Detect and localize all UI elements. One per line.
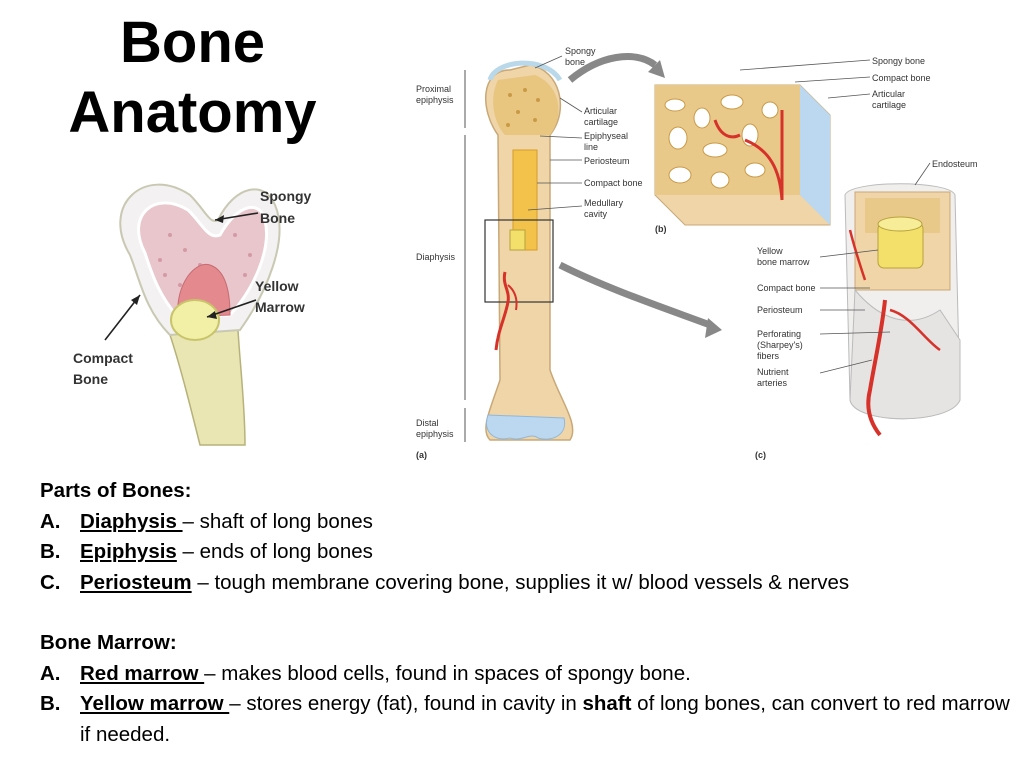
label-distal-1: Distal: [416, 418, 439, 428]
label-c-endosteum: Endosteum: [932, 159, 978, 169]
svg-text:Compact Bone: Compact Bone: [73, 350, 137, 387]
parts-of-bones-section: Parts of Bones: A. Diaphysis – shaft of …: [40, 476, 1015, 598]
label-b-spongy: Spongy bone: [872, 56, 925, 66]
svg-text:Proximal epiphysis: Proximal epiphysis: [416, 84, 454, 105]
left-label-yellow-1: Yellow: [255, 278, 299, 294]
item-letter: C.: [40, 570, 61, 594]
svg-text:Spongy bone: Spongy bone: [565, 46, 598, 67]
svg-text:Perforating (Sharpey's: Perforating (Sharpey's) fibers: [757, 329, 805, 361]
label-b-compact: Compact bone: [872, 73, 931, 83]
term-diaphysis: Diaphysis: [80, 509, 183, 533]
parts-heading: Parts of Bones:: [40, 479, 192, 502]
panel-a-femur: Proximal epiphysis Diaphysis Distal epip…: [416, 46, 643, 460]
marrow-heading: Bone Marrow:: [40, 631, 177, 654]
page-title: Bone Anatomy: [0, 8, 385, 148]
term-red-marrow: Red marrow: [80, 661, 205, 685]
label-a-compact: Compact bone: [584, 178, 643, 188]
label-c-perforating-2: (Sharpey's): [757, 340, 803, 350]
bone-marrow-section: Bone Marrow: A. Red marrow – makes blood…: [40, 628, 1015, 750]
left-label-yellow-2: Marrow: [255, 299, 305, 315]
panel-b-label: (b): [655, 224, 667, 234]
item-letter: B.: [40, 540, 61, 563]
label-a-epiphyseal-1: Epiphyseal: [584, 131, 628, 141]
panel-a-label: (a): [416, 450, 427, 460]
desc-epiphysis: – ends of long bones: [176, 540, 373, 563]
parts-item-b: B. Epiphysis – ends of long bones: [40, 537, 1015, 568]
label-distal-2: epiphysis: [416, 429, 454, 439]
desc-yellow-marrow: – stores energy (fat), found in cavity i…: [229, 692, 583, 715]
long-bone-diagram: Proximal epiphysis Diaphysis Distal epip…: [410, 40, 1010, 470]
svg-text:Articular cartilage: Articular cartilage: [584, 106, 620, 127]
left-label-compact-1: Compact: [73, 350, 133, 366]
left-label-spongy-1: Spongy: [260, 188, 312, 204]
label-a-articular-2: cartilage: [584, 117, 618, 127]
emph-shaft: shaft: [582, 692, 632, 715]
desc-diaphysis: – shaft of long bones: [182, 509, 373, 533]
desc-periosteum: – tough membrane covering bone, supplies…: [191, 570, 850, 594]
item-letter: B.: [40, 692, 61, 715]
term-yellow-marrow: Yellow marrow: [80, 692, 230, 715]
svg-text:Epiphyseal line: Epiphyseal line: [584, 131, 631, 152]
label-proximal-1: Proximal: [416, 84, 451, 94]
label-a-periosteum: Periosteum: [584, 156, 630, 166]
yellow-marrow-shape: [170, 299, 220, 341]
panel-b-spongy-block: (b) Spongy bone Compact bone Articular c…: [654, 56, 931, 234]
label-c-periosteum: Periosteum: [757, 305, 803, 315]
bone-head-illustration: Spongy Bone Yellow Marrow Compact Bone: [60, 165, 360, 450]
label-c-perforating-3: fibers: [757, 351, 780, 361]
svg-text:Nutrient arteries: Nutrient arteries: [757, 367, 791, 388]
svg-text:Yellow Marrow: Yellow Marrow: [255, 278, 305, 315]
label-c-perforating-1: Perforating: [757, 329, 801, 339]
label-a-spongy-1: Spongy: [565, 46, 596, 56]
panel-c-label: (c): [755, 450, 766, 460]
label-a-medullary-2: cavity: [584, 209, 608, 219]
label-b-articular-2: cartilage: [872, 100, 906, 110]
svg-text:Spongy Bone: Spongy Bone: [260, 188, 315, 226]
svg-text:Yellow bone marrow: Yellow bone marrow: [757, 246, 810, 267]
label-c-yellow-1: Yellow: [757, 246, 783, 256]
item-letter: A.: [40, 661, 61, 685]
svg-text:Distal epiphysis: Distal epiphysis: [416, 418, 454, 439]
svg-text:Medullary cavity: Medullary cavity: [584, 198, 626, 219]
parts-item-a: A. Diaphysis – shaft of long bones: [40, 507, 1015, 538]
label-a-spongy-2: bone: [565, 57, 585, 67]
marrow-item-b: B. Yellow marrow – stores energy (fat), …: [40, 689, 1015, 750]
label-a-epiphyseal-2: line: [584, 142, 598, 152]
item-letter: A.: [40, 509, 61, 533]
label-c-nutrient-1: Nutrient: [757, 367, 789, 377]
left-label-compact-2: Bone: [73, 371, 108, 387]
label-proximal-2: epiphysis: [416, 95, 454, 105]
svg-text:Articular cartilage: Articular cartilage: [872, 89, 908, 110]
label-c-compact: Compact bone: [757, 283, 816, 293]
term-epiphysis: Epiphysis: [80, 540, 177, 563]
label-a-medullary-1: Medullary: [584, 198, 624, 208]
left-label-spongy-2: Bone: [260, 210, 295, 226]
label-b-articular-1: Articular: [872, 89, 905, 99]
panel-c-diaphysis-section: (c) Endosteum Yellow bone marrow Compact…: [755, 159, 978, 460]
title-line-2: Anatomy: [68, 80, 317, 145]
label-c-yellow-2: bone marrow: [757, 257, 810, 267]
desc-red-marrow: – makes blood cells, found in spaces of …: [204, 661, 691, 685]
label-a-articular-1: Articular: [584, 106, 617, 116]
label-diaphysis: Diaphysis: [416, 252, 456, 262]
term-periosteum: Periosteum: [80, 570, 192, 594]
label-c-nutrient-2: arteries: [757, 378, 788, 388]
parts-item-c: C. Periosteum – tough membrane covering …: [40, 568, 1015, 599]
marrow-item-a: A. Red marrow – makes blood cells, found…: [40, 659, 1015, 690]
desc-yellow-marrow-2: of long bones, can convert to red marrow…: [80, 692, 1010, 746]
title-line-1: Bone: [120, 10, 265, 75]
